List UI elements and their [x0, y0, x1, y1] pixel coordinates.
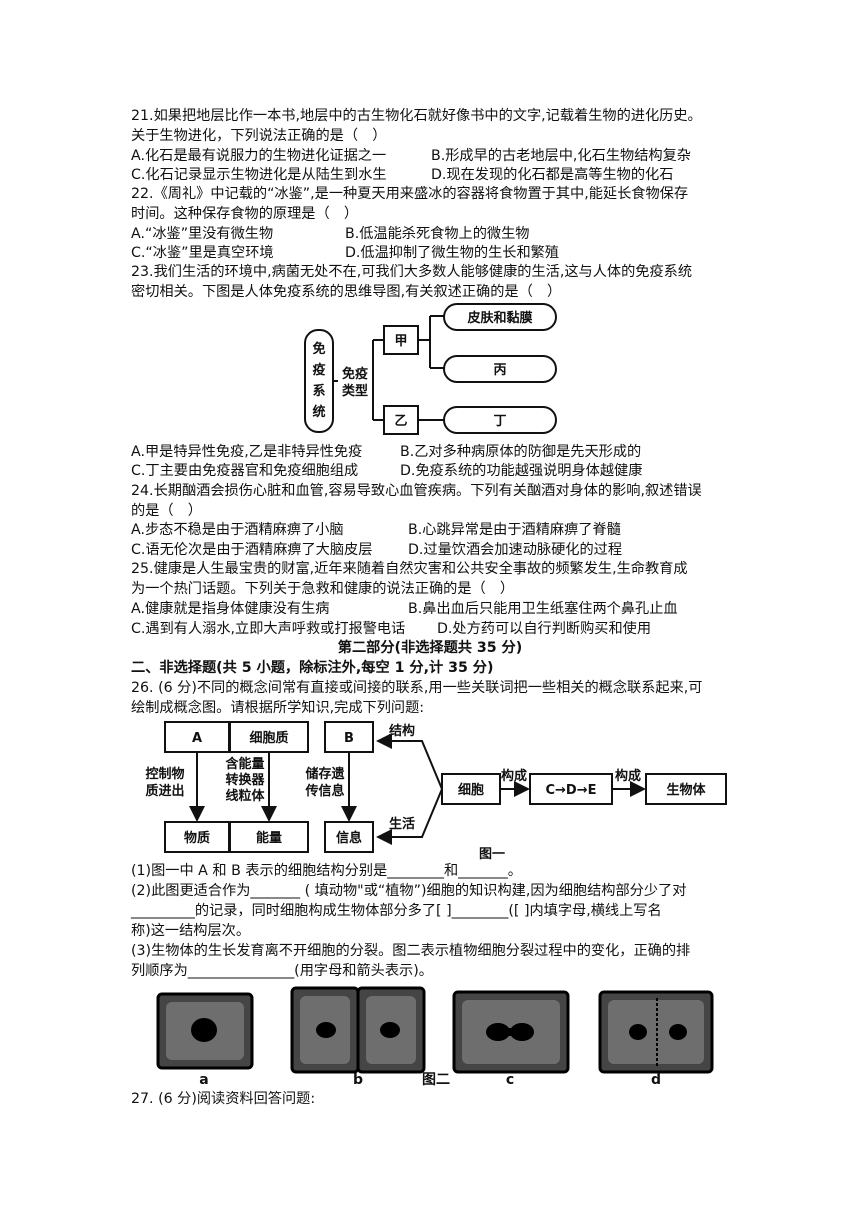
conv-line-3: 线粒体: [225, 788, 265, 804]
cell-division-figure-2: a b 图二 c d: [156, 986, 714, 1088]
q26-part2-line1: (2)此图更适合作为_______ ( 填动物"或“植物”)细胞的知识构建,因为…: [131, 883, 687, 899]
q22-option-b: B.低温能杀死食物上的微生物: [345, 226, 530, 242]
nucleus-d-right: [669, 1024, 687, 1040]
link-compose-1: 构成: [501, 768, 527, 784]
box-info-label: 信息: [336, 830, 362, 846]
q25-option-d: D.处方药可以自行判断购买和使用: [437, 621, 652, 637]
nucleus-b-right: [380, 1022, 400, 1038]
q22-option-a: A.“冰鉴”里没有微生物: [131, 226, 274, 242]
box-cde-label: C→D→E: [546, 783, 597, 798]
q23-option-d: D.免疫系统的功能越强说明身体越健康: [400, 463, 643, 479]
root-char-4: 统: [312, 404, 325, 420]
box-a-label: A: [192, 731, 202, 746]
store-line-1: 储存遗: [304, 766, 345, 782]
box-cell-label: 细胞: [458, 782, 484, 798]
box-cytoplasm-label: 细胞质: [249, 730, 288, 746]
nucleus-b-left: [316, 1022, 336, 1038]
q21-option-a: A.化石是最有说服力的生物进化证据之一: [131, 148, 387, 164]
q26-part2-line2: _________的记录，同时细胞构成生物体部分多了[ ]________([ …: [131, 903, 662, 919]
root-char-3: 系: [312, 383, 325, 399]
label-d: d: [651, 1072, 661, 1088]
q23-stem-line1: 23.我们生活的环境中,病菌无处不在,可我们大多数人能够健康的生活,这与人体的免…: [131, 264, 693, 280]
skin-label: 皮肤和黏膜: [466, 310, 532, 326]
q21-stem-line2: 关于生物进化，下列说法正确的是（ ）: [131, 128, 387, 144]
section2-heading: 二、非选择题(共 5 小题，除标注外,每空 1 分,计 35 分): [131, 660, 494, 676]
jia-label: 甲: [394, 334, 407, 349]
part2-heading: 第二部分(非选择题共 35 分): [337, 640, 523, 656]
q25-option-c: C.遇到有人溺水,立即大声呼救或打报警电话: [131, 621, 406, 637]
q22-stem-line2: 时间。这种保存食物的原理是（ ）: [131, 206, 359, 222]
q26-part3-line2: 列顺序为_______________(用字母和箭头表示)。: [131, 963, 433, 979]
q26-part3-line1: (3)生物体的生长发育离不开细胞的分裂。图二表示植物细胞分裂过程中的变化，正确的…: [131, 943, 691, 959]
q21-stem-line1: 21.如果把地层比作一本书,地层中的古生物化石就好像书中的文字,记载着生物的进化…: [131, 108, 702, 124]
q26-stem-line1: 26. (6 分)不同的概念间常有直接或间接的联系,用一些关联词把一些相关的概念…: [131, 680, 703, 696]
nucleus-d-left: [629, 1024, 647, 1040]
conv-line-2: 转换器: [225, 772, 265, 788]
figure-2-caption: 图二: [422, 1072, 450, 1088]
ctrl-line-2: 质进出: [145, 783, 184, 799]
conv-line-1: 含能量: [224, 756, 264, 772]
bing-label: 丙: [493, 363, 506, 378]
q21-option-d: D.现在发现的化石都是高等生物的化石: [431, 167, 674, 183]
link-life: 生活: [389, 816, 415, 832]
q22-stem-line1: 22.《周礼》中记载的“冰鉴”,是一种夏天用来盛冰的容器将食物置于其中,能延长食…: [131, 186, 689, 202]
q24-option-c: C.语无伦次是由于酒精麻痹了大脑皮层: [131, 542, 373, 558]
root-char-1: 免: [312, 341, 325, 357]
label-a: a: [199, 1072, 208, 1088]
q24-stem-line1: 24.长期酗酒会损伤心脏和血管,容易导致心血管疾病。下列有关酗酒对身体的影响,叙…: [131, 483, 702, 499]
nucleus-a: [191, 1018, 217, 1042]
q25-stem-line2: 为一个热门话题。下列关于急救和健康的说法正确的是（ ）: [131, 581, 515, 597]
q26-part1: (1)图一中 A 和 B 表示的细胞结构分别是________和_______。: [131, 863, 522, 879]
immune-system-mind-map: 免 疫 系 统 免疫 类型 甲 乙 皮肤和黏膜 丙 丁: [304, 303, 557, 435]
q23-option-b: B.乙对多种病原体的防御是先天形成的: [400, 444, 642, 460]
ctrl-line-1: 控制物: [145, 766, 184, 782]
q23-option-c: C.丁主要由免疫器官和免疫细胞组成: [131, 463, 359, 479]
q22-option-d: D.低温抑制了微生物的生长和繁殖: [345, 245, 560, 261]
q23-stem-line2: 密切相关。下图是人体免疫系统的思维导图,有关叙述正确的是（ ）: [131, 284, 562, 300]
concept-map-figure-1: A 细胞质 B 物质 能量 信息 细胞 C→D→E 生物体 构成 构成 结构 生…: [145, 721, 727, 862]
q23-option-a: A.甲是特异性免疫,乙是非特异性免疫: [131, 444, 363, 460]
figure-1-caption: 图一: [479, 847, 505, 862]
box-substance-label: 物质: [184, 830, 210, 846]
q24-option-a: A.步态不稳是由于酒精麻痹了小脑: [131, 522, 344, 538]
yi-label: 乙: [394, 414, 407, 429]
q22-option-c: C.“冰鉴”里是真空环境: [131, 245, 274, 261]
type-line-1: 免疫: [342, 366, 368, 382]
root-char-2: 疫: [312, 362, 325, 378]
label-c: c: [506, 1072, 514, 1088]
q26-stem-line2: 绘制成概念图。请根据所学知识,完成下列问题:: [131, 700, 425, 716]
q27-stem: 27. (6 分)阅读资料回答问题:: [131, 1091, 316, 1107]
q21-option-c: C.化石记录显示生物进化是从陆生到水生: [131, 167, 387, 183]
q21-option-b: B.形成早的古老地层中,化石生物结构复杂: [431, 148, 691, 164]
ding-label: 丁: [493, 414, 506, 429]
q25-option-b: B.鼻出血后只能用卫生纸塞住两个鼻孔止血: [408, 601, 678, 617]
q25-stem-line1: 25.健康是人生最宝贵的财富,近年来随着自然灾害和公共安全事故的频繁发生,生命教…: [131, 561, 688, 577]
q26-part2-line3: 称)这一结构层次。: [131, 923, 251, 939]
type-line-2: 类型: [342, 383, 368, 399]
q24-option-d: D.过量饮酒会加速动脉硬化的过程: [408, 542, 623, 558]
q24-stem-line2: 的是（ ）: [131, 503, 202, 519]
label-b: b: [353, 1072, 363, 1088]
link-structure: 结构: [389, 723, 415, 739]
link-compose-2: 构成: [615, 768, 641, 784]
q24-option-b: B.心跳异常是由于酒精麻痹了脊髓: [408, 522, 621, 538]
box-b-label: B: [344, 731, 354, 746]
store-line-2: 传信息: [304, 783, 344, 799]
box-energy-label: 能量: [256, 830, 282, 846]
q25-option-a: A.健康就是指身体健康没有生病: [131, 601, 330, 617]
box-organism-label: 生物体: [666, 782, 706, 798]
